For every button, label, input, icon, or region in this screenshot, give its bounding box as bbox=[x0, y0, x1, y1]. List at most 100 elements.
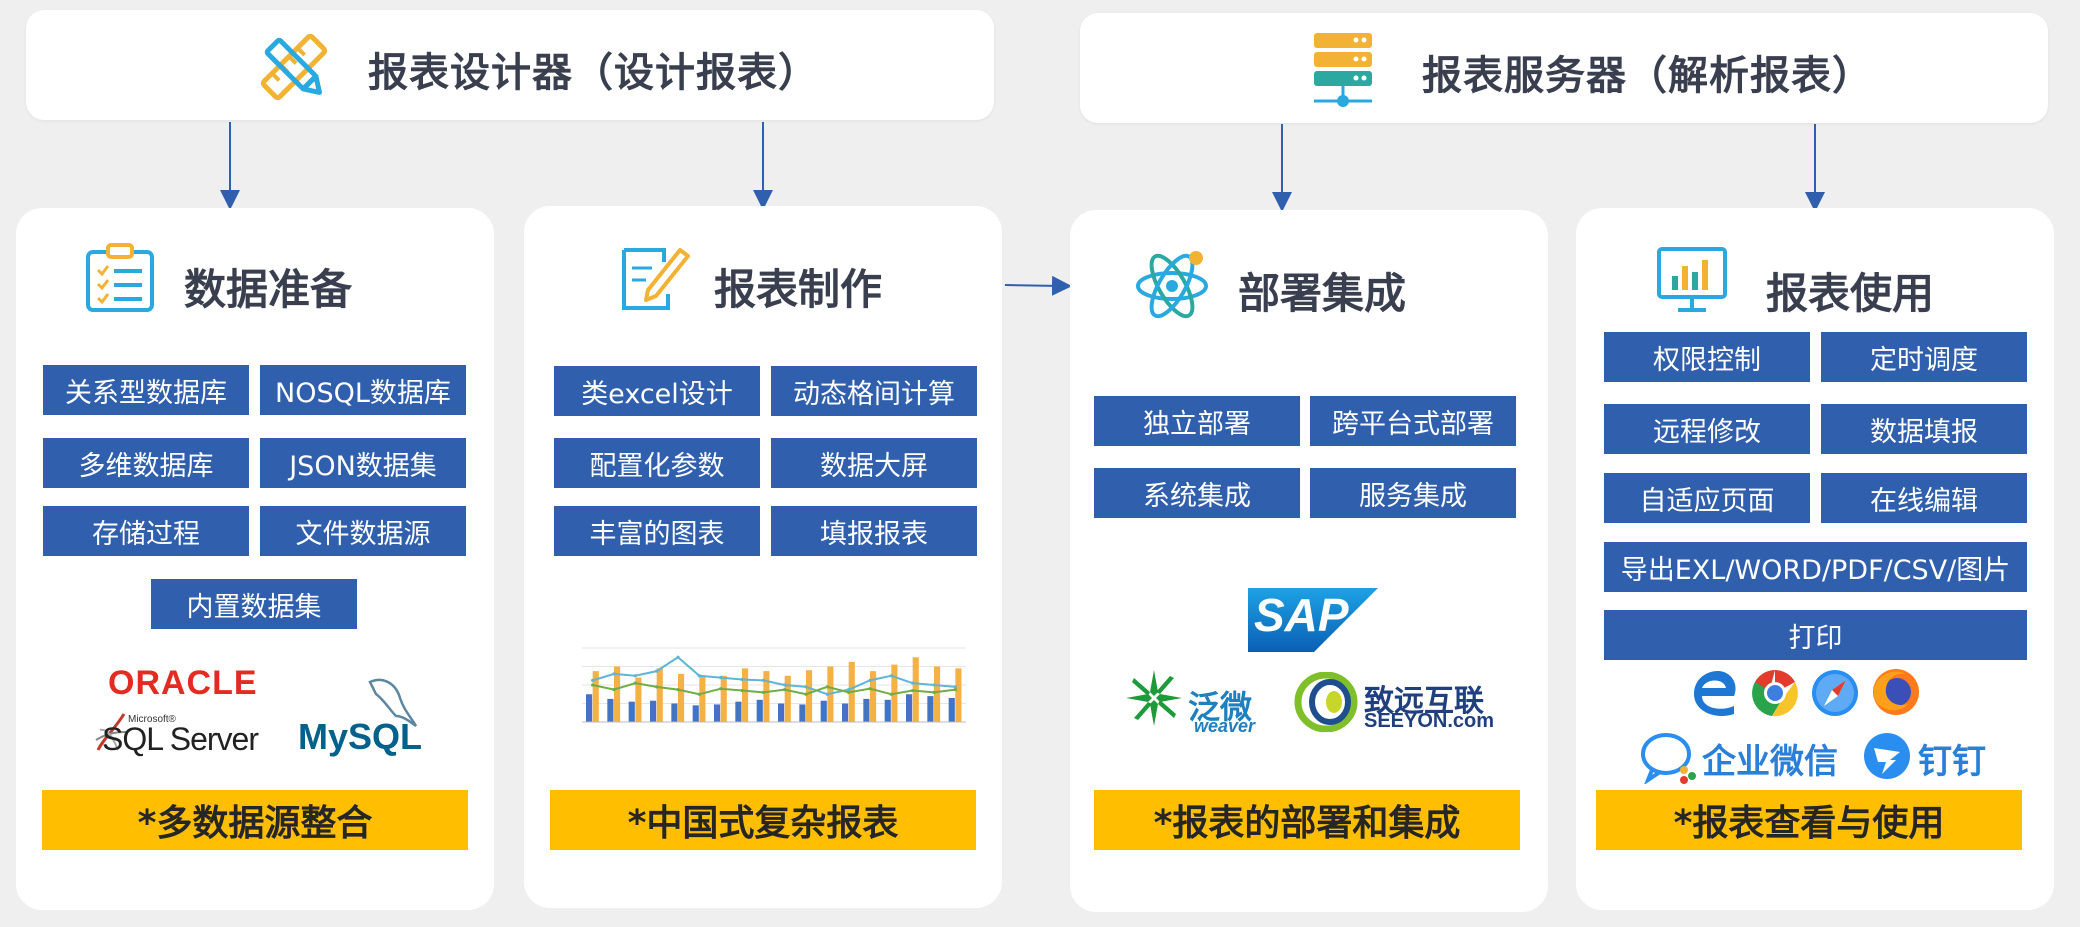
chart-bar bbox=[799, 704, 806, 722]
chart-point bbox=[932, 690, 936, 694]
usage-card: 报表使用 权限控制 定时调度 远程修改 数据填报 自适应页面 在线编辑 导出EX… bbox=[1576, 208, 2054, 910]
chart-bar bbox=[806, 670, 813, 722]
chart-point bbox=[911, 688, 915, 693]
chart-point bbox=[804, 685, 808, 689]
deploy-card: 部署集成 独立部署 跨平台式部署 系统集成 服务集成 SAP bbox=[1070, 210, 1548, 912]
server-icon bbox=[1310, 31, 1376, 115]
chart-line bbox=[592, 682, 956, 696]
chart-point bbox=[953, 688, 957, 692]
report-make-card: 报表制作 类excel设计 动态格间计算 配置化参数 数据大屏 丰富的图表 填报… bbox=[524, 206, 1002, 908]
chart-bar bbox=[735, 701, 742, 722]
weaver-logo-cn: 泛微 bbox=[1188, 688, 1253, 726]
report-make-banner: *中国式复杂报表 bbox=[550, 790, 976, 850]
wecom-label: 企业微信 bbox=[1702, 742, 1838, 782]
chart-bar bbox=[720, 675, 727, 722]
firefox-browser-icon bbox=[1870, 666, 1922, 722]
chart-point bbox=[825, 692, 829, 696]
chart-point bbox=[847, 688, 851, 692]
chip-cross-platform-deploy: 跨平台式部署 bbox=[1310, 396, 1516, 446]
usage-banner: *报表查看与使用 bbox=[1596, 790, 2022, 850]
chart-bar bbox=[906, 694, 913, 722]
chart-bar bbox=[656, 668, 663, 722]
chip-fill-report: 填报报表 bbox=[771, 506, 977, 556]
mysql-logo: MySQL bbox=[298, 716, 423, 757]
checklist-icon bbox=[84, 242, 156, 318]
edge-browser-icon bbox=[1690, 666, 1740, 722]
chart-point bbox=[953, 685, 957, 689]
chart-point bbox=[868, 687, 872, 691]
chart-point bbox=[868, 678, 872, 682]
pencil-ruler-icon bbox=[254, 28, 334, 110]
chip-multidim-db: 多维数据库 bbox=[43, 438, 249, 488]
chart-point bbox=[847, 690, 851, 694]
chart-bar bbox=[607, 698, 614, 722]
sample-combo-chart bbox=[582, 647, 966, 723]
usage-title: 报表使用 bbox=[1766, 269, 1935, 318]
chart-bar bbox=[934, 666, 941, 722]
chip-rich-charts: 丰富的图表 bbox=[554, 506, 760, 556]
chart-bar bbox=[763, 671, 770, 722]
chart-bar bbox=[820, 700, 827, 722]
chart-bar bbox=[742, 668, 749, 722]
chart-bar bbox=[784, 675, 791, 722]
seeyon-logo-cn: 致远互联 bbox=[1364, 684, 1484, 719]
sqlserver-logo: SQL Server bbox=[102, 721, 259, 757]
chart-point bbox=[783, 688, 787, 692]
chart-bar bbox=[842, 703, 849, 722]
chart-bar bbox=[628, 701, 635, 722]
chart-point bbox=[676, 655, 680, 659]
server-header-box: 报表服务器（解析报表） bbox=[1080, 13, 2048, 123]
chip-permission-control: 权限控制 bbox=[1604, 332, 1810, 382]
report-make-title: 报表制作 bbox=[714, 265, 883, 314]
chart-bar bbox=[592, 671, 599, 722]
chip-data-fill: 数据填报 bbox=[1821, 404, 2027, 454]
monitor-chart-icon bbox=[1656, 246, 1728, 318]
dingtalk-icon bbox=[1862, 730, 1912, 786]
chip-file-datasource: 文件数据源 bbox=[260, 506, 466, 556]
designer-title: 报表设计器（设计报表） bbox=[368, 50, 819, 96]
chip-adaptive-page: 自适应页面 bbox=[1604, 473, 1810, 523]
safari-browser-icon bbox=[1810, 668, 1860, 722]
mysql-dolphin-icon bbox=[366, 676, 418, 734]
chip-builtin-dataset: 内置数据集 bbox=[151, 579, 357, 629]
chart-bar bbox=[614, 666, 621, 722]
chip-data-dashboard: 数据大屏 bbox=[771, 438, 977, 488]
chart-line bbox=[592, 656, 956, 696]
chart-point bbox=[889, 674, 893, 678]
chart-point bbox=[889, 692, 893, 696]
data-prep-banner: *多数据源整合 bbox=[42, 790, 468, 850]
chart-point bbox=[825, 685, 829, 689]
chart-bar bbox=[586, 694, 593, 722]
chart-bar bbox=[912, 657, 919, 722]
chart-point bbox=[591, 683, 595, 687]
weaver-logo-en: weaver bbox=[1194, 716, 1256, 736]
chart-point bbox=[633, 681, 637, 685]
chip-stored-procedure: 存储过程 bbox=[43, 506, 249, 556]
chip-system-integration: 系统集成 bbox=[1094, 468, 1300, 518]
chart-point bbox=[932, 683, 936, 687]
designer-header-box: 报表设计器（设计报表） bbox=[26, 10, 994, 120]
chart-bar bbox=[927, 696, 934, 722]
seeyon-logo-en: SEEYON.com bbox=[1364, 710, 1495, 732]
chart-point bbox=[783, 683, 787, 687]
weaver-logo-icon bbox=[1122, 666, 1186, 734]
chart-point bbox=[591, 678, 595, 682]
chip-relational-db: 关系型数据库 bbox=[43, 365, 249, 415]
sap-logo-shape bbox=[1248, 588, 1378, 656]
chip-service-integration: 服务集成 bbox=[1310, 468, 1516, 518]
chip-json-dataset: JSON数据集 bbox=[260, 438, 466, 488]
chart-bar bbox=[955, 668, 962, 722]
chart-point bbox=[676, 688, 680, 692]
chart-point bbox=[655, 669, 659, 673]
chart-point bbox=[740, 677, 744, 682]
chip-export-formats: 导出EXL/WORD/PDF/CSV/图片 bbox=[1604, 542, 2027, 592]
server-title: 报表服务器（解析报表） bbox=[1422, 53, 1873, 99]
chart-bar bbox=[714, 704, 721, 722]
chart-point bbox=[655, 685, 659, 689]
chart-point bbox=[633, 674, 637, 678]
sap-logo: SAP bbox=[1254, 589, 1349, 641]
data-prep-title: 数据准备 bbox=[184, 265, 353, 314]
chart-point bbox=[612, 688, 616, 692]
chip-print: 打印 bbox=[1604, 610, 2027, 660]
sqlserver-logo-small: Microsoft® bbox=[128, 714, 176, 725]
